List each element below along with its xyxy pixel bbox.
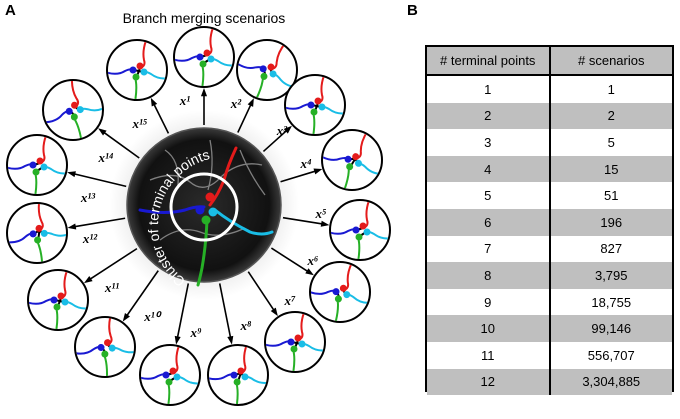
- scenario-circle: [74, 316, 136, 378]
- cell-terminal-points: 4: [427, 155, 551, 183]
- cell-terminal-points: 6: [427, 208, 551, 236]
- arrow-label: x⁴: [299, 156, 312, 171]
- scenario-circle: [309, 261, 371, 323]
- arrow-head: [67, 171, 76, 178]
- cell-scenarios: 99,146: [549, 315, 672, 342]
- arrow-head: [200, 88, 208, 97]
- scenario-circle: [321, 129, 383, 191]
- arrow-head: [67, 223, 77, 230]
- arrow-label: x¹: [179, 93, 191, 108]
- arrow-head: [150, 97, 158, 107]
- terminal-cluster-disc: [126, 127, 282, 283]
- scenario-arrow-labels: x¹ x² x³ x⁴ x⁵ x⁶ x⁷ x⁸ x⁹ x¹⁰ x¹¹ x¹² x¹³ x¹⁴ x¹⁵: [80, 93, 327, 340]
- scenario-circle: [27, 269, 89, 331]
- cell-terminal-points: 7: [427, 235, 551, 263]
- cell-scenarios: 1: [549, 75, 672, 103]
- arrow-head: [305, 268, 314, 276]
- arrow-label: x¹⁵: [132, 116, 148, 131]
- arrow-label: x⁸: [239, 318, 252, 333]
- cell-terminal-points: 2: [427, 102, 551, 130]
- cell-terminal-points: 5: [427, 182, 551, 209]
- arrow-head: [174, 335, 181, 345]
- cell-terminal-points: 9: [427, 288, 551, 316]
- cell-scenarios: 15: [549, 155, 672, 183]
- cell-scenarios: 2: [549, 102, 672, 130]
- arrow-head: [313, 168, 323, 175]
- scenario-circle: [329, 199, 391, 261]
- arrow-label: x¹¹: [104, 280, 119, 295]
- panel-a-letter: A: [5, 2, 16, 19]
- cluster-terminal-dots: [195, 192, 218, 225]
- arrow-label: x¹⁰: [143, 309, 162, 324]
- cell-terminal-points: 3: [427, 129, 551, 156]
- arrow-head: [283, 125, 292, 134]
- arrow-label: x³: [276, 123, 289, 138]
- arrow-head: [270, 307, 278, 317]
- cluster-ring: [169, 172, 239, 242]
- arrow-label: x¹²: [82, 231, 98, 246]
- arrow-label: x⁷: [283, 293, 296, 308]
- arrow-head: [98, 128, 107, 136]
- cell-terminal-points: 11: [427, 341, 551, 369]
- cell-scenarios: 5: [549, 129, 672, 156]
- cell-terminal-points: 1: [427, 75, 551, 103]
- arrow-head: [247, 98, 254, 107]
- arrow-head: [122, 313, 130, 322]
- scenario-circle: [139, 344, 201, 406]
- scenario-circles: [6, 26, 391, 406]
- cell-terminal-points: 12: [427, 368, 551, 396]
- cell-scenarios: 51: [549, 182, 672, 209]
- arrow-label: x²: [230, 96, 243, 111]
- cell-scenarios: 196: [549, 208, 672, 236]
- scenario-circle: [264, 311, 326, 373]
- arrow-label: x⁵: [314, 206, 327, 221]
- arrow-label: x¹³: [80, 190, 96, 205]
- arrow-head: [320, 220, 330, 227]
- scenario-circle: [284, 74, 346, 136]
- arrow-label: x⁶: [306, 253, 318, 268]
- panel-b-letter: B: [407, 2, 418, 19]
- cell-terminal-points: 8: [427, 262, 551, 289]
- arrow-head: [227, 335, 234, 345]
- cell-scenarios: 556,707: [549, 341, 672, 369]
- diagram-title: Branch merging scenarios: [123, 10, 286, 26]
- arrow-head: [83, 276, 93, 284]
- arrow-label: x⁹: [189, 325, 202, 340]
- background-dendrites: [149, 139, 266, 241]
- scenario-circle: [6, 134, 68, 196]
- cell-scenarios: 3,795: [549, 262, 672, 289]
- cell-terminal-points: 10: [427, 315, 551, 342]
- scenario-circle: [173, 26, 235, 88]
- scenario-circle: [236, 39, 298, 101]
- scenario-circle: [42, 79, 104, 141]
- scenario-circle: [106, 39, 168, 101]
- cell-scenarios: 827: [549, 235, 672, 263]
- header-scenarios: # scenarios: [549, 47, 672, 76]
- header-terminal-points: # terminal points: [427, 47, 551, 76]
- cell-scenarios: 3,304,885: [549, 368, 672, 396]
- cell-scenarios: 18,755: [549, 288, 672, 316]
- arrow-label: x¹⁴: [98, 150, 114, 165]
- scenario-circle: [207, 344, 269, 406]
- scenario-circle: [6, 202, 68, 264]
